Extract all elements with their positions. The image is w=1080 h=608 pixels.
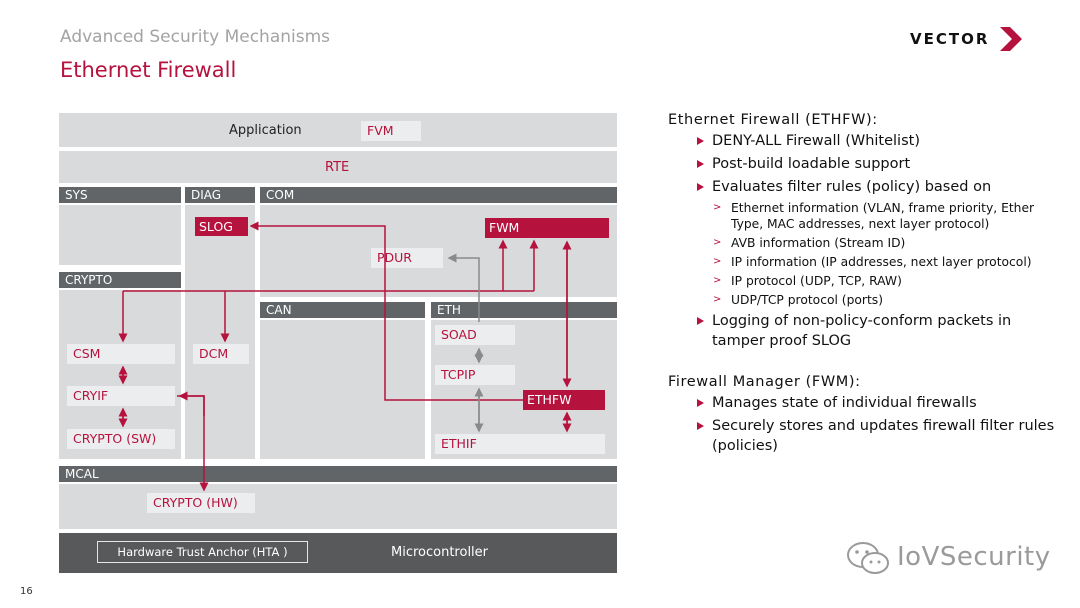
- microcontroller-layer: [59, 533, 617, 573]
- rte-layer: [59, 151, 617, 183]
- hta-box: Hardware Trust Anchor (HTA ): [97, 541, 308, 563]
- can-header: CAN: [260, 302, 425, 318]
- watermark-text: IoVSecurity: [897, 542, 1051, 572]
- microcontroller-label: Microcontroller: [391, 545, 489, 560]
- sys-header: SYS: [59, 187, 181, 203]
- description-panel: Ethernet Firewall (ETHFW): DENY-ALL Fire…: [668, 112, 1063, 459]
- com-header: COM: [260, 187, 617, 203]
- csm-module: CSM: [67, 344, 175, 364]
- can-block: [260, 320, 425, 459]
- wechat-icon: [847, 542, 889, 574]
- slide-title: Ethernet Firewall: [60, 58, 237, 82]
- mcal-header: MCAL: [59, 466, 617, 482]
- page-number: 16: [20, 586, 33, 597]
- ethfw-section-title: Ethernet Firewall (ETHFW):: [668, 112, 878, 128]
- ethif-module: ETHIF: [435, 434, 605, 454]
- fwm-module: FWM: [485, 218, 609, 238]
- crypto-hw-module: CRYPTO (HW): [147, 493, 255, 513]
- ethfw-point: DENY-ALL Firewall (Whitelist): [668, 131, 1063, 151]
- fwm-point: Securely stores and updates firewall fil…: [668, 416, 1063, 456]
- crypto-header: CRYPTO: [59, 272, 181, 288]
- logo-text: VECTOR: [910, 30, 990, 48]
- ethfw-module: ETHFW: [523, 390, 605, 410]
- dcm-module: DCM: [193, 344, 249, 364]
- fwm-section-title: Firewall Manager (FWM):: [668, 374, 861, 390]
- diag-block: [185, 205, 255, 459]
- autosar-architecture-diagram: Application FVM RTE SYS DIAG COM CRYPTO …: [59, 113, 617, 573]
- diag-header: DIAG: [185, 187, 255, 203]
- slide-subtitle: Advanced Security Mechanisms: [60, 27, 331, 47]
- application-layer: [59, 113, 617, 147]
- logo-chevron-icon: [1000, 27, 1022, 51]
- tcpip-module: TCPIP: [435, 365, 515, 385]
- ethfw-sub-point: AVB information (Stream ID): [668, 235, 1063, 251]
- slog-module: SLOG: [195, 217, 248, 236]
- ethfw-sub-point: Ethernet information (VLAN, frame priori…: [668, 200, 1063, 232]
- soad-module: SOAD: [435, 325, 515, 345]
- crypto-sw-module: CRYPTO (SW): [67, 429, 175, 449]
- ethfw-sub-point: UDP/TCP protocol (ports): [668, 292, 1063, 308]
- ethfw-point-logging: Logging of non-policy-conform packets in…: [668, 311, 1063, 351]
- fvm-module: FVM: [361, 121, 421, 141]
- cryif-module: CRYIF: [67, 386, 175, 406]
- ethfw-sub-point: IP information (IP addresses, next layer…: [668, 254, 1063, 270]
- ethfw-sub-point: IP protocol (UDP, TCP, RAW): [668, 273, 1063, 289]
- sys-block: [59, 205, 181, 265]
- eth-header: ETH: [431, 302, 617, 318]
- application-label: Application: [229, 123, 302, 138]
- rte-label: RTE: [325, 160, 350, 175]
- ethfw-point: Post-build loadable support: [668, 154, 1063, 174]
- watermark: IoVSecurity: [845, 540, 1050, 580]
- ethfw-point: Evaluates filter rules (policy) based on: [668, 177, 1063, 197]
- fwm-point: Manages state of individual firewalls: [668, 393, 1063, 413]
- connection-arrows: [118, 221, 572, 492]
